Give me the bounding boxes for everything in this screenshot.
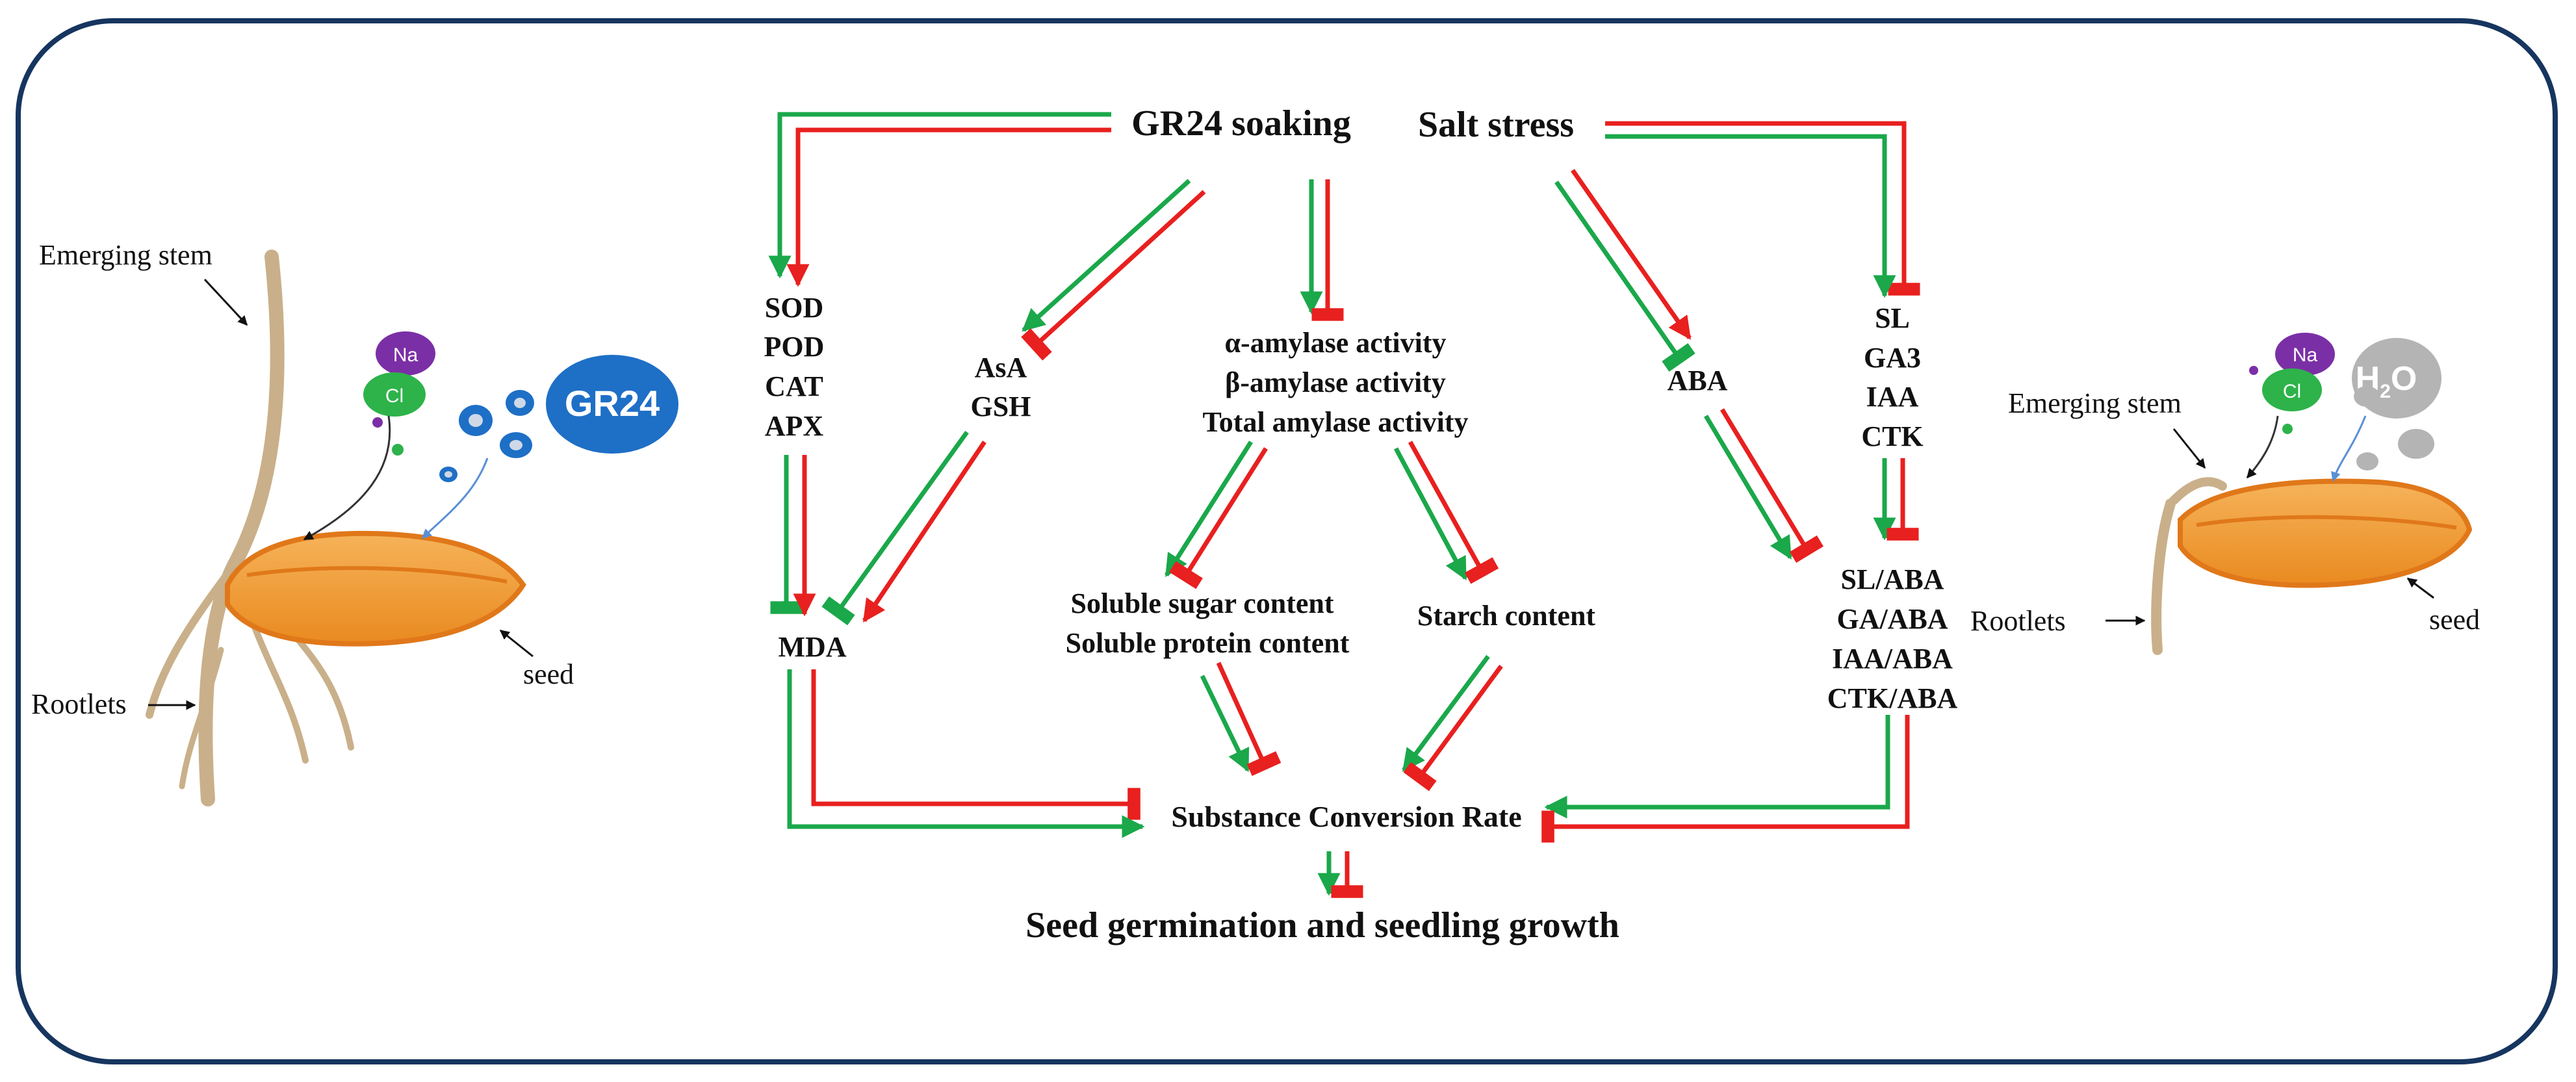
node-sod: SOD bbox=[765, 292, 823, 324]
node-soluble-sugar: Soluble sugar content bbox=[1070, 587, 1333, 619]
water-o-label: O bbox=[2391, 360, 2417, 398]
mda-to-conversion-promote bbox=[787, 669, 1145, 838]
chloride-ion-label: Cl bbox=[385, 385, 404, 407]
right-rootlets-label: Rootlets bbox=[1970, 605, 2066, 637]
right-emerging-stem-label: Emerging stem bbox=[2008, 387, 2182, 419]
node-mda: MDA bbox=[778, 631, 846, 663]
gr24-to-aba-inhibit bbox=[1554, 181, 1695, 372]
water-subscript-label: 2 bbox=[2380, 381, 2391, 402]
ratios-to-conversion-inhibit bbox=[1541, 715, 1910, 843]
starch-to-conversion-inhibit bbox=[1403, 664, 1503, 792]
soluble-to-conversion-inhibit bbox=[1216, 662, 1282, 777]
node-ctk-aba: CTK/ABA bbox=[1827, 682, 1958, 714]
node-gr24-soaking: GR24 soaking bbox=[1131, 103, 1351, 144]
node-alpha-amylase: α-amylase activity bbox=[1224, 327, 1446, 359]
node-hormones: SL GA3 IAA CTK bbox=[1861, 302, 1923, 452]
node-sl-aba: SL/ABA bbox=[1841, 563, 1944, 595]
right-chloride-ion-icon bbox=[2262, 368, 2322, 411]
amylase-to-starch-inhibit bbox=[1408, 441, 1499, 584]
right-ion-entry-arrow bbox=[2246, 415, 2279, 479]
node-ctk: CTK bbox=[1861, 420, 1923, 452]
aba-to-ratios-promote bbox=[1703, 415, 1793, 560]
node-iaa-aba: IAA/ABA bbox=[1832, 643, 1953, 675]
node-iaa: IAA bbox=[1866, 381, 1919, 413]
asa-to-mda-inhibit bbox=[821, 430, 969, 626]
node-aba: ABA bbox=[1668, 365, 1728, 396]
node-apx: APX bbox=[765, 410, 824, 442]
node-soluble-protein: Soluble protein content bbox=[1066, 627, 1350, 659]
right-chloride-ion-label: Cl bbox=[2283, 381, 2301, 402]
right-sodium-ion-icon bbox=[2275, 333, 2335, 376]
node-total-amylase: Total amylase activity bbox=[1203, 406, 1469, 438]
salt-to-aba-promote bbox=[1571, 168, 1692, 340]
mda-to-conversion-inhibit bbox=[811, 669, 1140, 820]
soluble-to-conversion-promote bbox=[1200, 675, 1250, 773]
right-water-cluster: H2O bbox=[2331, 338, 2441, 482]
right-seed-illustration bbox=[2151, 477, 2473, 655]
gr24-to-hormones-promote bbox=[1605, 134, 1896, 298]
node-sl: SL bbox=[1875, 302, 1910, 334]
aba-to-ratios-inhibit bbox=[1720, 408, 1824, 563]
node-substance-conversion-rate: Substance Conversion Rate bbox=[1171, 800, 1521, 833]
left-emerging-stem-label: Emerging stem bbox=[39, 239, 213, 271]
sodium-ion-icon bbox=[376, 331, 435, 376]
small-chloride-dot bbox=[392, 444, 404, 456]
amylase-to-soluble-inhibit bbox=[1169, 447, 1268, 589]
rounded-frame bbox=[16, 18, 2558, 1064]
node-pod: POD bbox=[764, 331, 825, 363]
gr24-bubble-icon bbox=[546, 355, 678, 454]
node-amylase-activity: α-amylase activity β-amylase activity To… bbox=[1203, 327, 1469, 438]
node-asa-gsh: AsA GSH bbox=[971, 352, 1031, 422]
gr24-bubble-label: GR24 bbox=[565, 383, 660, 424]
left-rootlets-label: Rootlets bbox=[31, 688, 127, 720]
node-asa: AsA bbox=[975, 352, 1027, 383]
right-seed-pointer bbox=[2406, 577, 2434, 599]
left-seed-pointer bbox=[499, 629, 534, 658]
right-sodium-ion-label: Na bbox=[2293, 344, 2318, 366]
node-ga3: GA3 bbox=[1864, 342, 1921, 374]
node-starch-content: Starch content bbox=[1417, 600, 1596, 632]
left-seed-illustration bbox=[146, 250, 526, 806]
small-sodium-dot bbox=[372, 417, 383, 428]
gr24-to-antioxidants-promote bbox=[768, 112, 1111, 279]
ion-entry-arrow bbox=[303, 415, 391, 541]
node-cat: CAT bbox=[765, 370, 823, 402]
left-stem-pointer bbox=[203, 278, 248, 326]
node-gsh: GSH bbox=[971, 391, 1031, 422]
right-stem-pointer bbox=[2172, 428, 2206, 469]
right-seed-label: seed bbox=[2429, 604, 2480, 636]
node-seed-germination-outcome: Seed germination and seedling growth bbox=[1025, 905, 1619, 946]
asa-to-mda-promote bbox=[862, 441, 986, 623]
salt-to-hormones-inhibit bbox=[1605, 121, 1920, 296]
node-soluble-content: Soluble sugar content Soluble protein co… bbox=[1066, 587, 1350, 659]
node-hormone-ratios: SL/ABA GA/ABA IAA/ABA CTK/ABA bbox=[1827, 563, 1958, 714]
right-ion-cluster: Na Cl bbox=[2246, 333, 2335, 479]
node-antioxidant-enzymes: SOD POD CAT APX bbox=[764, 292, 825, 442]
water-entry-arrow bbox=[2331, 415, 2367, 482]
amylase-to-soluble-promote bbox=[1165, 441, 1253, 577]
gr24-entry-arrow bbox=[421, 457, 489, 539]
gr24-to-asa-promote bbox=[1022, 179, 1191, 332]
left-seed-label: seed bbox=[523, 658, 574, 690]
left-gr24-cluster: GR24 bbox=[421, 355, 678, 539]
node-beta-amylase: β-amylase activity bbox=[1225, 367, 1446, 398]
chloride-ion-icon bbox=[363, 372, 426, 417]
salt-to-asa-inhibit bbox=[1021, 190, 1206, 361]
ratios-to-conversion-promote bbox=[1544, 715, 1890, 819]
sodium-ion-label: Na bbox=[393, 344, 419, 366]
left-ion-cluster: Na Cl bbox=[303, 331, 435, 541]
node-salt-stress: Salt stress bbox=[1418, 105, 1574, 145]
node-ga-aba: GA/ABA bbox=[1836, 603, 1948, 635]
starch-to-conversion-promote bbox=[1402, 654, 1490, 772]
salt-to-antioxidants-promote bbox=[786, 127, 1111, 287]
amylase-to-starch-promote bbox=[1393, 447, 1468, 581]
